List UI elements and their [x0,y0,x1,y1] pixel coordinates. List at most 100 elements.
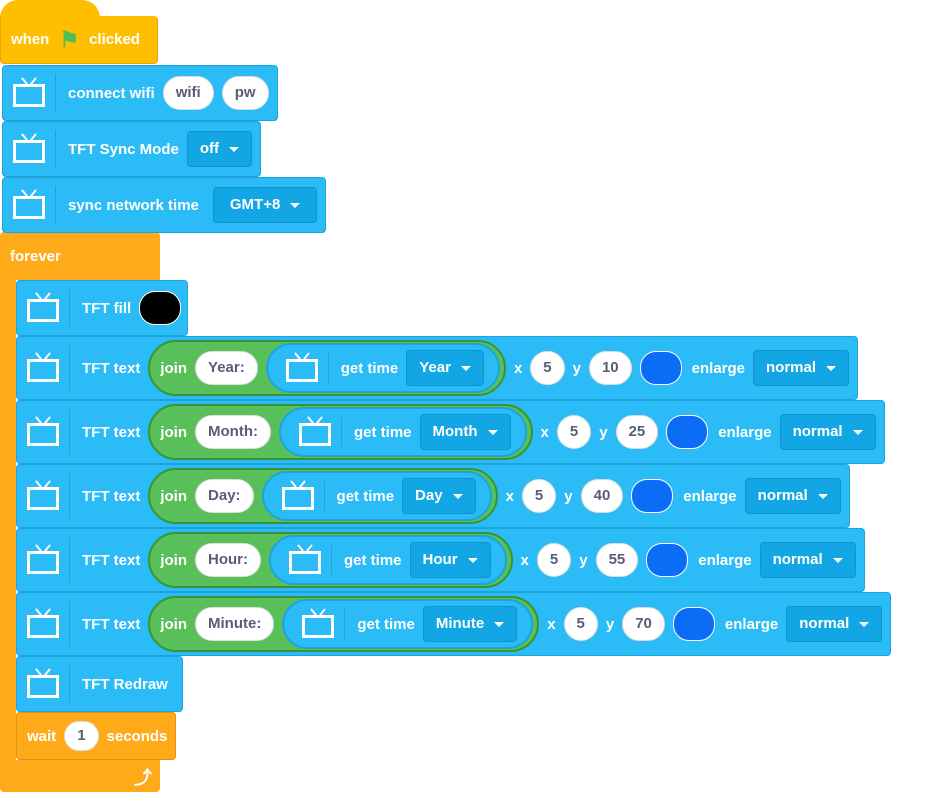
time-unit-value: Hour [422,551,458,568]
fill-color-picker[interactable] [139,291,182,325]
caret-down-icon [826,365,837,371]
join-text-input[interactable]: Month: [195,415,271,449]
get-time-block[interactable]: get time Minute [282,599,534,649]
x-input[interactable]: 5 [556,415,592,449]
join-block[interactable]: join Hour: get time Hour [148,532,513,588]
get-time-label: get time [336,487,395,505]
enlarge-dropdown[interactable]: normal [759,542,856,578]
tft-sync-mode-block[interactable]: TFT Sync Mode off [2,121,261,177]
join-block[interactable]: join Month: get time Month [148,404,533,460]
caret-down-icon [452,493,463,499]
x-input[interactable]: 5 [563,607,598,641]
enlarge-value: normal [766,359,817,376]
join-text-input[interactable]: Hour: [195,543,262,577]
join-block[interactable]: join Minute: get time Minute [148,596,540,652]
when-label: when [11,31,50,48]
y-label: y [605,615,615,633]
sync-network-time-block[interactable]: sync network time GMT+8 [2,177,327,233]
tft-fill-block[interactable]: TFT fill [16,280,189,336]
join-text-input[interactable]: Day: [195,479,254,513]
time-unit-dropdown[interactable]: Hour [409,542,491,578]
join-label: join [160,359,188,377]
text-color-picker[interactable] [639,351,682,385]
tft-text-label: TFT text [82,615,141,633]
text-color-picker[interactable] [672,607,715,641]
time-unit-dropdown[interactable]: Day [402,478,476,514]
y-label: y [599,423,608,441]
x-input[interactable]: 5 [521,479,557,513]
tv-icon [23,350,63,386]
wait-block[interactable]: wait 1 seconds [16,712,177,760]
x-input[interactable]: 5 [530,351,565,385]
tv-icon [295,414,335,450]
x-label: x [513,359,523,377]
forever-bottom [0,760,160,792]
text-color-picker[interactable] [666,415,709,449]
wifi-ssid-input[interactable]: wifi [162,76,214,110]
tft-text-label: TFT text [82,423,141,441]
sync-mode-value: off [199,140,219,157]
tv-icon [23,542,63,578]
timezone-dropdown[interactable]: GMT+8 [212,187,318,223]
tft-text-block[interactable]: TFT text join Day: get time Day x 5 y 40… [16,464,850,528]
join-block[interactable]: join Day: get time Day [148,468,498,524]
caret-down-icon [859,621,870,627]
get-time-block[interactable]: get time Year [265,343,500,393]
time-unit-dropdown[interactable]: Month [419,414,511,450]
time-unit-dropdown[interactable]: Year [406,350,484,386]
enlarge-dropdown[interactable]: normal [779,414,876,450]
x-input[interactable]: 5 [536,543,572,577]
caret-down-icon [487,429,498,435]
tv-icon [9,187,49,223]
text-color-picker[interactable] [631,479,674,513]
sync-mode-dropdown[interactable]: off [186,131,252,167]
connect-wifi-label: connect wifi [68,84,155,102]
tft-text-block[interactable]: TFT text join Month: get time Month x 5 … [16,400,885,464]
join-text-input[interactable]: Year: [195,351,258,385]
tv-icon [282,350,322,386]
caret-down-icon [460,365,471,371]
forever-arm [0,270,16,770]
join-block[interactable]: join Year: get time Year [148,340,506,396]
caret-down-icon [852,429,863,435]
connect-wifi-block[interactable]: connect wifi wifi pw [2,65,278,121]
get-time-block[interactable]: get time Hour [269,535,507,585]
get-time-block[interactable]: get time Day [261,471,492,521]
when-flag-clicked-block[interactable]: when ⚑ clicked [0,16,158,64]
join-text-input[interactable]: Minute: [195,607,275,641]
join-label: join [160,551,188,569]
time-unit-value: Day [415,487,443,504]
text-color-picker[interactable] [646,543,689,577]
tv-icon [285,542,325,578]
enlarge-dropdown[interactable]: normal [744,478,841,514]
tft-text-block[interactable]: TFT text join Year: get time Year x 5 y … [16,336,859,400]
enlarge-dropdown[interactable]: normal [753,350,850,386]
forever-block[interactable] [0,232,160,280]
y-input[interactable]: 40 [580,479,624,513]
get-time-block[interactable]: get time Month [279,407,527,457]
time-unit-dropdown[interactable]: Minute [422,606,518,642]
wait-seconds-input[interactable]: 1 [64,721,99,751]
enlarge-value: normal [799,615,850,632]
tft-redraw-block[interactable]: TFT Redraw [16,656,183,712]
sync-time-label: sync network time [68,196,199,214]
enlarge-label: enlarge [691,359,746,377]
y-input[interactable]: 70 [622,607,665,641]
y-input[interactable]: 10 [588,351,632,385]
enlarge-dropdown[interactable]: normal [786,606,883,642]
y-input[interactable]: 55 [595,543,639,577]
y-input[interactable]: 25 [615,415,659,449]
tv-icon [23,290,63,326]
tft-text-block[interactable]: TFT text join Hour: get time Hour x 5 y … [16,528,865,592]
caret-down-icon [494,621,505,627]
tft-text-block[interactable]: TFT text join Minute: get time Minute x … [16,592,892,656]
get-time-label: get time [357,615,415,633]
x-label: x [540,423,549,441]
loop-arrow-icon: ⤴ [134,768,152,788]
time-unit-value: Year [419,359,451,376]
hat-cap [0,0,100,18]
x-label: x [505,487,514,505]
y-label: y [579,551,588,569]
wifi-password-input[interactable]: pw [221,76,269,110]
seconds-label: seconds [106,727,168,745]
